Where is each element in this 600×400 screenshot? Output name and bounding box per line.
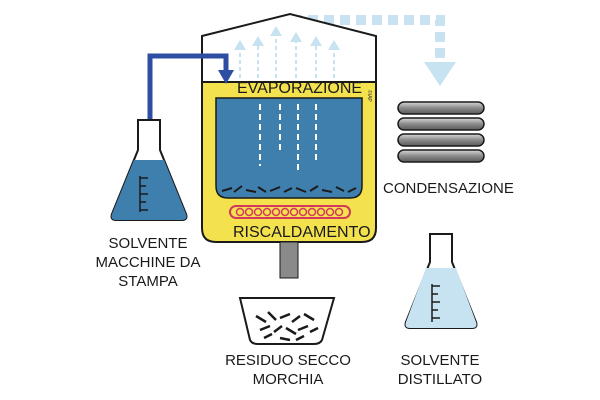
watermark-text: ©IAP <box>366 90 373 102</box>
tank-liquid <box>215 97 363 199</box>
solvent-input-label: SOLVENTE MACCHINE DA STAMPA <box>95 235 200 290</box>
inlet-arrow-head <box>218 70 234 84</box>
heater-coil <box>229 205 351 219</box>
solvent-input-line-3: STAMPA <box>118 273 177 290</box>
vapor-flow-path <box>292 15 456 86</box>
distilled-solvent-flask <box>404 233 478 329</box>
distilled-line-2: DISTILLATO <box>398 371 482 388</box>
residue-label: RESIDUO SECCO MORCHIA <box>225 352 351 388</box>
evaporation-label: EVAPORAZIONE <box>237 80 362 97</box>
input-solvent-flask <box>110 119 188 221</box>
distillation-tank <box>201 12 377 279</box>
heating-label: RISCALDAMENTO <box>233 224 371 241</box>
condenser <box>397 101 485 163</box>
solvent-input-line-2: MACCHINE DA <box>95 254 200 271</box>
distilled-label: SOLVENTE DISTILLATO <box>398 352 482 388</box>
condensation-label: CONDENSAZIONE <box>383 180 514 197</box>
residue-line-2: MORCHIA <box>253 371 324 388</box>
inlet-pipe <box>147 53 234 140</box>
vapor-arrow-head <box>424 62 456 86</box>
residue-bowl <box>238 297 336 345</box>
residue-line-1: RESIDUO SECCO <box>225 352 351 369</box>
distilled-line-1: SOLVENTE <box>401 352 480 369</box>
vapor-arrows <box>234 26 340 170</box>
drain-pipe <box>279 241 299 279</box>
solvent-input-line-1: SOLVENTE <box>109 235 188 252</box>
tank-sediment <box>221 185 357 193</box>
